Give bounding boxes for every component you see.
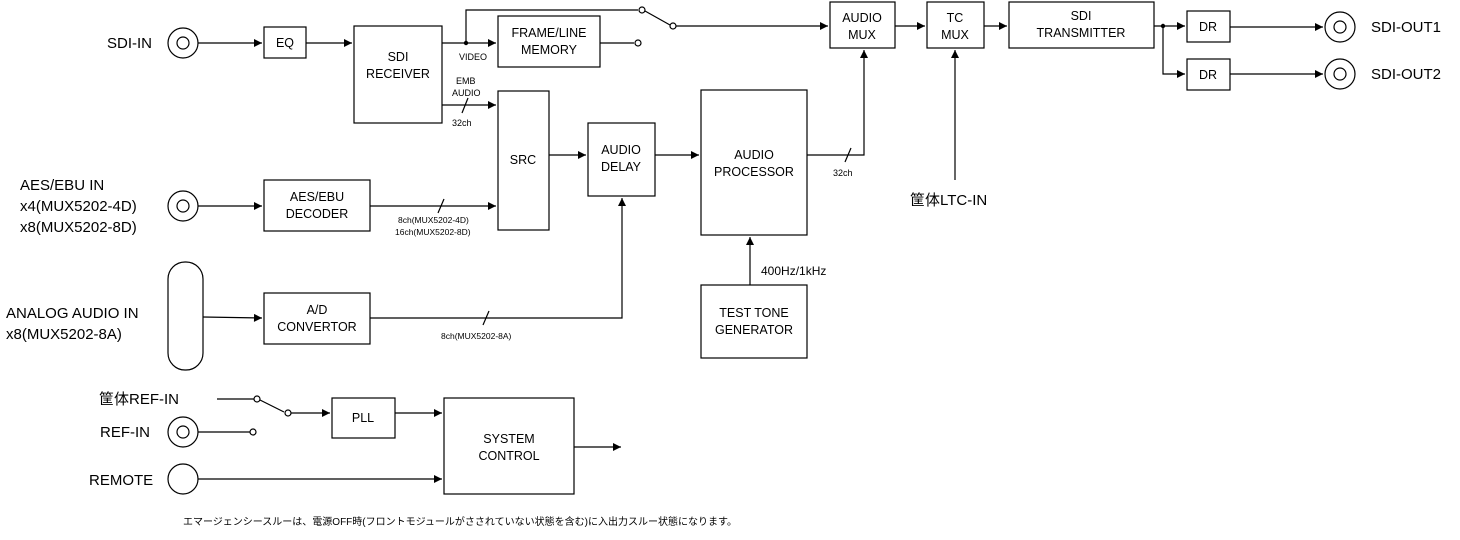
analog-in-label-2: x8(MUX5202-8A) <box>6 326 122 343</box>
aes-in-label-2: x4(MUX5202-4D) <box>20 198 137 215</box>
sdi-in-connector-icon <box>167 27 199 59</box>
pll-label: PLL <box>352 411 374 425</box>
tone-freq-annotation: 400Hz/1kHz <box>761 264 826 278</box>
audio-processor-label-2: PROCESSOR <box>714 165 794 179</box>
system-control-block <box>443 397 575 495</box>
sdi-out1-label: SDI-OUT1 <box>1371 19 1441 36</box>
remote-connector-icon <box>167 463 199 495</box>
src-label: SRC <box>510 153 536 167</box>
ref-in-connector-icon <box>167 416 199 448</box>
emb-annotation-2: AUDIO <box>452 88 481 98</box>
audio-mux-block <box>829 1 896 49</box>
frame-memory-label-2: MEMORY <box>521 43 578 57</box>
sdi-out2-connector-icon <box>1324 58 1356 90</box>
audio-delay-label-1: AUDIO <box>601 143 641 157</box>
ref-in-chassis-label: 筐体REF-IN <box>99 391 179 408</box>
eq-label: EQ <box>276 36 294 50</box>
aes-in-connector-icon <box>167 190 199 222</box>
signal-lines <box>198 6 1323 483</box>
aes-decoder-block <box>263 179 371 232</box>
aes-decoder-label-1: AES/EBU <box>290 190 344 204</box>
ad-converter-label-2: CONVERTOR <box>277 320 356 334</box>
aes-in-label-1: AES/EBU IN <box>20 177 104 194</box>
aes-in-label-3: x8(MUX5202-8D) <box>20 219 137 236</box>
dr1-block <box>1186 10 1231 43</box>
tc-mux-label-2: MUX <box>941 28 969 42</box>
audio-delay-block <box>587 122 656 197</box>
dr2-label: DR <box>1199 68 1217 82</box>
frame-memory-block <box>497 15 601 68</box>
ch32-annotation-a: 32ch <box>452 118 472 128</box>
test-tone-label-1: TEST TONE <box>719 306 788 320</box>
ltc-in-label: 筐体LTC-IN <box>910 192 987 209</box>
audio-processor-block <box>700 89 808 236</box>
footnote: エマージェンシースルーは、電源OFF時(フロントモジュールがさされていない状態を… <box>183 515 737 528</box>
aes-ch-annotation-1: 8ch(MUX5202-4D) <box>398 215 469 225</box>
analog-in-connector-icon <box>167 261 204 371</box>
remote-label: REMOTE <box>89 472 153 489</box>
sdi-transmitter-block <box>1008 1 1155 49</box>
tc-mux-label-1: TC <box>947 11 964 25</box>
sdi-receiver-label-1: SDI <box>388 50 409 64</box>
dr1-label: DR <box>1199 20 1217 34</box>
emb-annotation-1: EMB <box>456 76 476 86</box>
ch32-annotation-b: 32ch <box>833 168 853 178</box>
audio-mux-label-1: AUDIO <box>842 11 882 25</box>
eq-block <box>263 26 307 59</box>
audio-delay-label-2: DELAY <box>601 160 642 174</box>
analog-ch-annotation: 8ch(MUX5202-8A) <box>441 331 512 341</box>
test-tone-block <box>700 284 808 359</box>
aes-decoder-label-2: DECODER <box>286 207 349 221</box>
tc-mux-block <box>926 1 985 49</box>
ad-converter-label-1: A/D <box>307 303 328 317</box>
system-control-label-2: CONTROL <box>478 449 539 463</box>
audio-mux-label-2: MUX <box>848 28 876 42</box>
video-annotation: VIDEO <box>459 52 487 62</box>
sdi-transmitter-label-1: SDI <box>1071 9 1092 23</box>
pll-block <box>331 397 396 439</box>
dr2-block <box>1186 58 1231 91</box>
audio-processor-label-1: AUDIO <box>734 148 774 162</box>
frame-memory-label-1: FRAME/LINE <box>511 26 586 40</box>
ref-in-label: REF-IN <box>100 424 150 441</box>
aes-ch-annotation-2: 16ch(MUX5202-8D) <box>395 227 471 237</box>
sdi-receiver-label-2: RECEIVER <box>366 67 430 81</box>
sdi-out1-connector-icon <box>1324 11 1356 43</box>
sdi-out2-label: SDI-OUT2 <box>1371 66 1441 83</box>
test-tone-label-2: GENERATOR <box>715 323 793 337</box>
sdi-in-label: SDI-IN <box>107 35 152 52</box>
analog-in-label-1: ANALOG AUDIO IN <box>6 305 139 322</box>
sdi-receiver-block <box>353 25 443 124</box>
ad-converter-block <box>263 292 371 345</box>
sdi-transmitter-label-2: TRANSMITTER <box>1037 26 1126 40</box>
src-block <box>497 90 550 231</box>
system-control-label-1: SYSTEM <box>483 432 534 446</box>
